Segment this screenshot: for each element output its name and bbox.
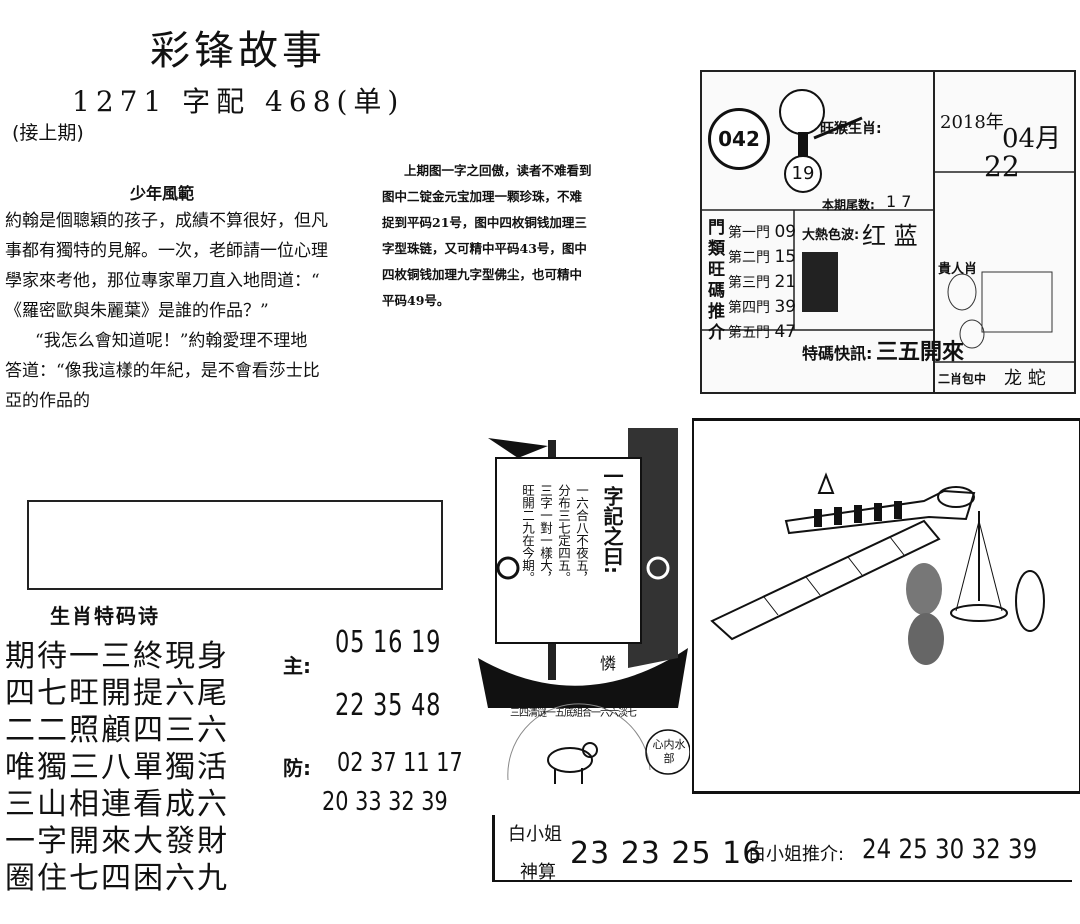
bottom-name: 白小姐 [508,824,562,845]
ship-verse: 一六合八不夜五， 分布三七定四五。 三字一對一樣大， 旺開二九在今期。 [518,484,590,614]
story-line: 亞的作品的 [5,391,90,411]
defense-numbers-2: 20 33 32 39 [322,787,448,817]
issue-line: 1271 字配 468(单) [72,85,405,118]
gate-value: 09 [774,222,797,242]
poem-title: 生肖特码诗 [50,604,160,628]
story-line: 《羅密歐與朱麗葉》是誰的作品？” [5,301,269,321]
story-line: 約翰是個聰穎的孩子，成績不算很好，但凡 [5,211,328,231]
ox-side-text: 心内水部 [652,738,686,765]
info-panel: 旺猴生肖: 2018年 04月 22 本期尾数: 1 7 大熱色波: 红 蓝 門… [700,70,1076,394]
gate-row: 第二門 15 [728,245,796,270]
noble-label: 貴人肖 [938,262,978,277]
poem-line: 四七旺開提六尾 [5,676,229,711]
puzzle-line: 上期图一字之回傲，读者不难看到 [404,163,592,178]
figure-panel [692,418,1080,794]
ship-verse-line: 分布三七定四五。 [556,484,571,584]
tip-value: 三五開來 [876,340,965,365]
ship-heading: 一字記之曰: [600,466,624,574]
puzzle-line: 字型珠链，又可精中平码43号，图中 [382,241,587,256]
gate-name: 第五門 [728,325,770,341]
gates-label-char: 推 [708,302,725,322]
gate-name: 第四門 [728,300,770,316]
defense-numbers-1: 02 37 11 17 [337,748,463,778]
gate-value: 39 [774,297,797,317]
story-text: 約翰是個聰穎的孩子，成績不算很好，但凡 事都有獨特的見解。一次，老師請一位心理 … [5,206,365,416]
figure-svg [710,472,1045,665]
bottom-subtitle: 神算 [520,862,556,883]
gates-label-char: 介 [708,323,725,343]
bottom-bracket [492,815,495,882]
poem-line: 圈住七四困六九 [5,861,229,896]
gates-label-char: 類 [708,239,725,259]
bottom-numbers: 23 23 25 16 [570,836,763,871]
puzzle-line: 四枚铜钱加理九字型佛尘，也可精中 [382,267,583,282]
story-line: 學家來考他，那位專家單刀直入地問道：“ [5,271,320,291]
color-label: 大熱色波: [802,228,860,243]
puzzle-line: 图中二锭金元宝加理一颗珍珠，不难 [382,189,583,204]
poem-line: 期待一三終現身 [5,639,229,674]
continued-note: (接上期) [12,122,84,144]
poem-line: 一字開來大發財 [5,824,229,859]
ship-verse-line: 三字一對一樣大， [538,484,553,584]
gate-row: 第四門 39 [728,295,796,320]
tip-label: 特碼快訊: [802,344,873,363]
page-title: 彩锋故事 [150,28,326,74]
poem: 期待一三終現身 四七旺開提六尾 二二照顧四三六 唯獨三八單獨活 三山相連看成六 … [5,638,229,897]
blank-box [27,500,443,590]
ball-badge: 19 [784,155,822,193]
gate-value: 47 [774,322,797,342]
zodiac-label: 旺猴生肖: [820,121,882,137]
color-value: 红 蓝 [862,222,918,250]
gate-value: 15 [774,247,797,267]
gates-label-char: 門 [708,218,725,238]
defense-label: 防: [283,756,311,780]
panel-month: 04月 [1002,124,1062,154]
gates-list: 第一門 09 第二門 15 第三門 21 第四門 39 第五門 47 [728,220,796,345]
gate-row: 第一門 09 [728,220,796,245]
story-heading: 少年風範 [130,184,195,203]
gate-name: 第一門 [728,225,770,241]
gates-label: 門 類 旺 碼 推 介 [708,218,728,344]
story-line: 事都有獨特的見解。一次，老師請一位心理 [5,241,328,261]
gate-row: 第三門 21 [728,270,796,295]
puzzle-line: 捉到平码21号，图中四枚铜钱加理三 [382,215,587,230]
gates-label-char: 旺 [708,260,725,280]
tail-label: 本期尾数: [822,198,875,212]
gate-value: 21 [774,272,797,292]
tail-value: 1 7 [886,192,912,211]
ox-arc-text: 三四清谜一五底組合一六六淡七 [510,708,637,719]
main-numbers-1: 05 16 19 [335,625,442,660]
issue-badge: 042 [708,108,770,170]
main-numbers-2: 22 35 48 [335,688,442,723]
panel-year: 2018年 [940,112,1004,133]
puzzle-line: 平码49号。 [382,293,450,308]
poem-line: 三山相連看成六 [5,787,229,822]
panel-day: 22 [984,150,1020,183]
story-line: 答道：“像我這樣的年紀，是不會看莎士比 [5,361,320,381]
recommend-numbers: 24 25 30 32 39 [862,834,1038,865]
poem-line: 唯獨三八單獨活 [5,750,229,785]
ship-tag: 憐 [600,654,617,673]
poem-line: 二二照顧四三六 [5,713,229,748]
ship-svg [478,428,688,708]
puzzle-explanation: 上期图一字之回傲，读者不难看到 图中二锭金元宝加理一颗珍珠，不难 捉到平码21号… [382,158,682,314]
gate-row: 第五門 47 [728,320,796,345]
bottom-rule [492,880,1072,882]
ship-verse-line: 旺開二九在今期。 [520,484,535,584]
gate-name: 第二門 [728,250,770,266]
recommend-label: 白小姐推介: [748,844,845,865]
zodiac-pair-label: 二肖包中 [938,372,987,386]
story-line: “我怎么會知道呢！”約翰愛理不理地 [35,331,308,351]
main-label: 主: [283,654,311,678]
ship-illustration: 一字記之曰: 一六合八不夜五， 分布三七定四五。 三字一對一樣大， 旺開二九在今… [478,418,688,708]
ox-illustration: 三四清谜一五底組合一六六淡七 心内水部 [500,700,691,790]
ship-verse-line: 一六合八不夜五， [574,484,589,584]
gate-name: 第三門 [728,275,770,291]
gates-label-char: 碼 [708,281,725,301]
zodiac-pair: 龙 蛇 [1004,368,1046,389]
